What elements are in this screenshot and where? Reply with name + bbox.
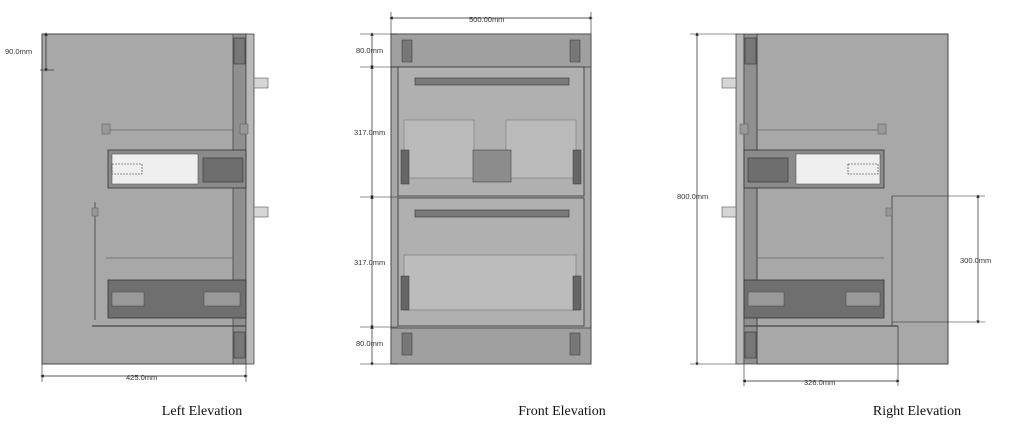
caption-left-elevation: Left Elevation — [161, 404, 243, 419]
dim-label-left-top-offset: 90.0mm — [5, 47, 32, 56]
right-upper-drawer — [739, 123, 887, 189]
right-hinge-bottom — [744, 331, 757, 359]
dim-label-right-depth: 326.0mm — [804, 378, 835, 387]
left-handle-top — [253, 77, 269, 89]
dim-label-front-top-rail: 80.0mm — [356, 46, 383, 55]
dim-label-front-width: 500.00mm — [469, 15, 504, 24]
left-elevation: 90.0mm 425.0mm — [5, 32, 269, 382]
left-handle-bottom — [253, 206, 269, 218]
front-lower-handle — [414, 209, 570, 218]
right-handle-top — [721, 77, 737, 89]
dim-label-front-bottom-rail: 80.0mm — [356, 339, 383, 348]
front-top-rail — [390, 33, 592, 68]
dim-label-front-drawer-upper: 317.0mm — [354, 128, 385, 137]
caption-front-elevation: Front Elevation — [518, 404, 606, 419]
front-elevation: 500.00mm 80.0mm 317.0mm 317.0mm 80.0mm — [354, 12, 593, 366]
front-upper-drawer — [397, 66, 585, 197]
left-lower-drawer — [91, 202, 247, 327]
right-hinge-top — [744, 37, 757, 65]
left-dim-425: 425.0mm — [40, 364, 248, 382]
right-handle-bottom — [721, 206, 737, 218]
right-lower-drawer — [743, 195, 985, 327]
dim-label-right-drawer-height: 300.0mm — [960, 256, 991, 265]
left-hinge-top — [233, 37, 246, 65]
front-lower-drawer — [397, 197, 585, 327]
front-bottom-rail — [390, 327, 592, 365]
front-dim-verticals: 80.0mm 317.0mm 317.0mm 80.0mm — [354, 32, 398, 366]
right-dim-800: 800.0mm — [677, 32, 736, 366]
dim-label-left-depth: 425.0mm — [126, 373, 157, 382]
dim-label-front-drawer-lower: 317.0mm — [354, 258, 385, 267]
right-dim-326: 326.0mm — [742, 326, 900, 387]
left-dim-90: 90.0mm — [5, 32, 54, 72]
dim-label-right-height: 800.0mm — [677, 192, 708, 201]
right-dim-300: 300.0mm — [960, 194, 991, 324]
left-upper-drawer — [101, 123, 249, 189]
caption-right-elevation: Right Elevation — [872, 404, 962, 419]
left-hinge-bottom — [233, 331, 246, 359]
front-dim-width: 500.00mm — [389, 12, 593, 34]
front-upper-handle — [414, 77, 570, 86]
right-elevation: 800.0mm 300.0mm 326.0mm — [677, 32, 991, 387]
